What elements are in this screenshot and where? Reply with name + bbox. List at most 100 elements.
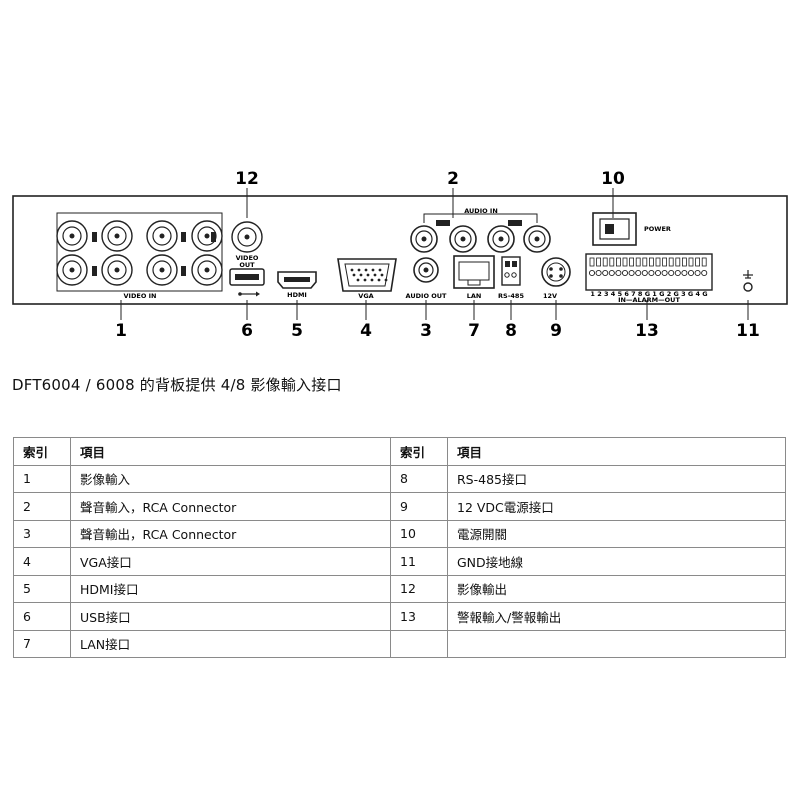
callout-number: 8 [505,321,517,341]
item-cell [447,629,786,658]
alarm-socket [588,269,596,277]
item-cell: 12 VDC電源接口 [447,492,786,521]
callout-11: 11 [736,300,760,341]
index-cell: 1 [13,464,71,493]
alarm-screw [688,257,694,267]
alarm-socket [595,269,602,277]
alarm-screw [649,257,654,267]
alarm-socket [654,269,662,277]
index-cell: 2 [13,492,71,521]
item-cell: RS-485接口 [447,464,786,493]
lan-label: LAN [467,292,482,300]
bnc-connector [56,254,88,286]
twelve-v-label: 12V [543,292,557,300]
alarm-screw [629,257,634,267]
ground-icon [743,270,753,279]
index-cell: 11 [390,547,448,576]
index-cell: 9 [390,492,448,521]
callout-7: 7 [468,300,480,341]
alarm-screw [675,257,681,267]
vga-pin [371,268,375,272]
item-cell: USB接口 [70,602,391,631]
video-in-label: VIDEO IN [124,292,157,300]
item-cell: 影像輸入 [70,464,391,493]
callout-number: 6 [241,321,253,341]
alarm-screw [701,257,707,267]
callout-13: 13 [635,300,659,341]
alarm-screw [662,257,667,267]
item-cell: 警報輸入/警報輸出 [447,602,786,631]
bnc-connector [101,220,133,252]
audio-in-jack [487,225,515,253]
index-cell: 13 [390,602,448,631]
bnc-connector [146,220,178,252]
bnc-connector [56,220,88,252]
alarm-socket [628,269,635,277]
vga-pin [357,268,361,272]
item-cell: 聲音輸出，RCA Connector [70,519,391,548]
rs485-terminal [501,256,521,286]
index-cell: 10 [390,519,448,548]
index-cell: 6 [13,602,71,631]
callout-number: 10 [601,169,625,189]
lan-port [453,255,495,289]
vga-pin [363,278,367,282]
callout-9: 9 [550,300,562,341]
alarm-screw [668,257,674,267]
channel-marker [92,232,97,242]
usb-icon [238,291,260,297]
alarm-screw [642,257,648,267]
vga-pin [370,278,374,282]
audio-in-jack [410,225,438,253]
audio-out-label: AUDIO OUT [406,292,448,300]
alarm-socket [615,269,622,277]
table-row: 4 VGA接口 11 GND接地線 [13,547,786,576]
caption: DFT6004 / 6008 的背板提供 4/8 影像輸入接口 [12,376,342,394]
alarm-numbers: 1 2 3 4 5 6 7 8 G 1 G 2 G 3 G 4 G [590,290,707,298]
table-row: 3 聲音輸出，RCA Connector 10 電源開關 [13,519,786,548]
item-cell: VGA接口 [70,547,391,576]
header-index: 索引 [13,437,71,466]
vga-pin [364,268,368,272]
channel-marker [181,266,186,276]
item-cell: LAN接口 [70,629,391,658]
spec-table: 索引 項目 索引 項目 1 影像輸入 8 RS-485接口 2 聲音輸入，RCA… [13,437,786,658]
callout-number: 7 [468,321,480,341]
alarm-terminal-block [585,253,713,291]
alarm-socket [608,269,615,277]
callout-number: 4 [360,321,372,341]
power-label: POWER [644,225,671,233]
vga-label: VGA [358,292,373,300]
table-row: 5 HDMI接口 12 影像輸出 [13,574,786,603]
bnc-connector [101,254,133,286]
header-item: 項目 [70,437,391,466]
power-12v-jack [541,257,571,287]
table-row: 2 聲音輸入，RCA Connector 9 12 VDC電源接口 [13,492,786,521]
vga-pin [350,268,354,272]
video-in-block [56,220,223,286]
callout-4: 4 [360,300,372,341]
callout-12: 12 [235,169,259,218]
audio-in-block [410,213,551,253]
audio-out-jack [413,257,439,283]
vga-port [337,258,397,292]
header-item: 項目 [447,437,786,466]
table-row: 6 USB接口 13 警報輸入/警報輸出 [13,602,786,631]
power-switch [592,212,637,246]
bnc-connector [191,220,223,252]
item-cell: HDMI接口 [70,574,391,603]
audio-in-jack [449,225,477,253]
rs485-label: RS-485 [498,292,524,300]
vga-pin [373,273,377,277]
callout-number: 12 [235,169,259,189]
alarm-socket [648,269,655,277]
alarm-screw [602,257,608,267]
index-cell: 7 [13,629,71,658]
index-cell: 3 [13,519,71,548]
callout-5: 5 [291,300,303,341]
alarm-socket [661,269,668,277]
alarm-socket [641,269,648,277]
alarm-socket [681,269,688,277]
